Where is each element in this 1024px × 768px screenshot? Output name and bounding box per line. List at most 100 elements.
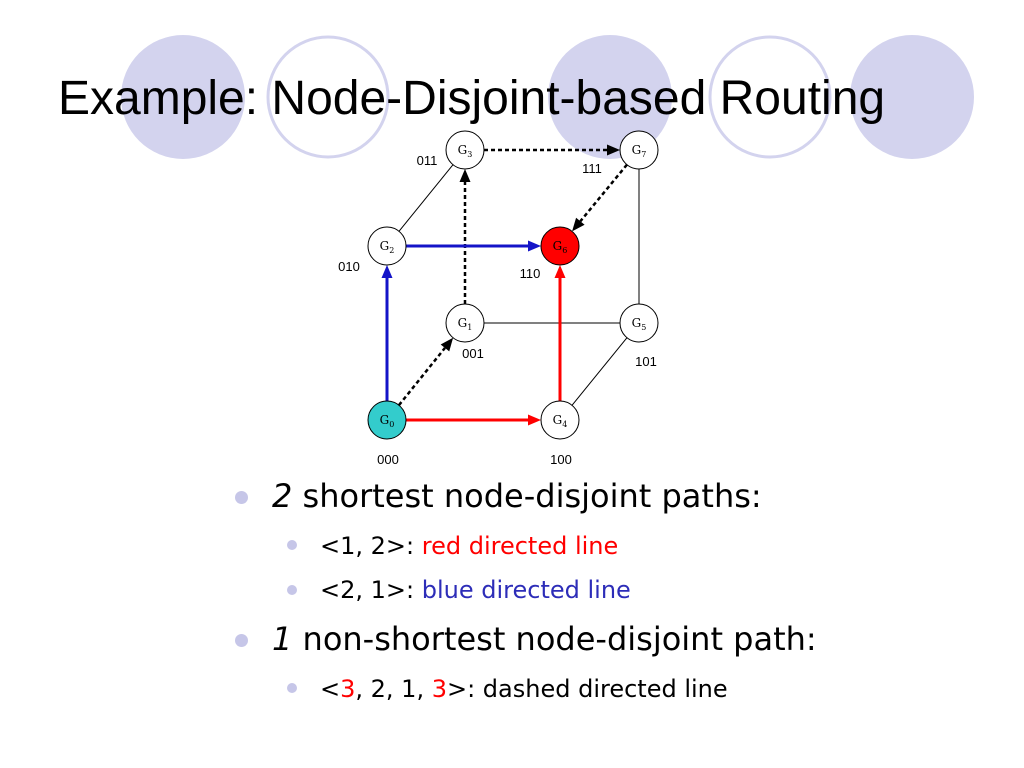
node-label-subscript: 4: [562, 420, 567, 429]
path-description-blue: blue directed line: [421, 576, 631, 604]
edge-g0-to-g2: [381, 265, 393, 401]
dashed-edge-line: [579, 163, 628, 223]
decor-circles: [121, 35, 974, 159]
node-g5: G5 101: [619, 303, 659, 369]
node-binary-code: 010: [338, 259, 360, 274]
decor-circle-filled: [121, 35, 245, 159]
node-g2: G2 010: [338, 226, 407, 274]
edge-g2-to-g3: [398, 164, 454, 232]
sub-bullet-dot: [287, 540, 297, 550]
node-binary-code: 001: [462, 346, 484, 361]
node-circle: [619, 130, 659, 170]
node-binary-code: 101: [635, 354, 657, 369]
node-circle: [445, 130, 485, 170]
node-circle: [367, 400, 407, 440]
sub-bullet-dashed-path: <3, 2, 1, 3>: dashed directed line: [320, 673, 728, 705]
node-label-letter: G: [553, 239, 563, 253]
node-g3: G3 011: [417, 130, 485, 170]
node-label-subscript: 1: [467, 323, 472, 332]
edge-g1-to-g3: [459, 169, 471, 304]
node-circle: [540, 400, 580, 440]
bullet-item-non-shortest-path: 1 non-shortest node-disjoint path:: [272, 619, 817, 659]
node-label-letter: G: [632, 316, 642, 330]
node-label: G6: [553, 239, 568, 255]
node-circle: [445, 303, 485, 343]
path-hop-count-red: 3: [431, 675, 447, 703]
arrowhead: [607, 144, 620, 156]
arrowhead: [459, 169, 471, 182]
arrowhead: [528, 240, 541, 252]
node-label: G1: [458, 316, 473, 332]
arrowhead: [572, 217, 585, 232]
node-label-subscript: 2: [389, 246, 394, 255]
node-binary-code: 011: [417, 153, 438, 168]
bullet-dot: [235, 634, 248, 647]
edge-g2-to-g6: [406, 240, 541, 252]
sub-bullet-dot: [287, 585, 297, 595]
edge-g7-to-g6: [572, 163, 628, 232]
node-label-letter: G: [380, 413, 390, 427]
path-count: 1: [272, 620, 293, 658]
decor-circle-filled: [850, 35, 974, 159]
node-circle: [619, 303, 659, 343]
edge-line: [571, 337, 628, 406]
dashed-edge-line: [397, 347, 446, 406]
node-label-letter: G: [458, 316, 468, 330]
node-label-subscript: 3: [467, 150, 472, 159]
node-label-subscript: 5: [641, 323, 646, 332]
node-label: G4: [553, 413, 568, 429]
node-label: G2: [380, 239, 395, 255]
node-label-subscript: 6: [562, 246, 567, 255]
node-label: G0: [380, 413, 395, 429]
diagram-edges: [381, 144, 640, 426]
node-g1: G1 001: [445, 303, 485, 361]
node-g6: G6 110: [520, 226, 580, 281]
node-g7: G7 111: [582, 130, 659, 176]
path-tuple-middle: , 2, 1,: [355, 675, 432, 703]
arrowhead: [440, 337, 454, 352]
node-label: G7: [632, 143, 647, 159]
decor-circle-outline: [266, 35, 390, 159]
path-count: 2: [272, 477, 293, 515]
sub-bullet-red-path: <1, 2>: red directed line: [320, 530, 618, 562]
node-label-letter: G: [553, 413, 563, 427]
bullet-text: shortest node-disjoint paths:: [292, 477, 762, 515]
node-binary-code: 111: [582, 161, 602, 176]
edge-line: [398, 164, 454, 232]
bullet-dot: [235, 491, 248, 504]
path-tuple: <2, 1>:: [320, 576, 422, 604]
node-label-subscript: 7: [641, 150, 646, 159]
node-circle: [540, 226, 580, 266]
sub-bullet-blue-path: <2, 1>: blue directed line: [320, 574, 631, 606]
arrowhead: [381, 265, 393, 278]
sub-bullet-dot: [287, 683, 297, 693]
node-label-letter: G: [632, 143, 642, 157]
decor-circle-outline: [708, 35, 832, 159]
node-label: G3: [458, 143, 473, 159]
edge-g3-to-g7: [484, 144, 620, 156]
node-g4: G4 100: [540, 400, 580, 467]
node-binary-code: 000: [377, 452, 399, 467]
bullet-item-shortest-paths: 2 shortest node-disjoint paths:: [272, 476, 762, 516]
bullet-text: non-shortest node-disjoint path:: [292, 620, 817, 658]
edge-g0-to-g4: [406, 414, 541, 426]
node-label-letter: G: [458, 143, 468, 157]
path-description-dashed: >: dashed directed line: [446, 675, 728, 703]
path-tuple-open: <: [320, 675, 341, 703]
edge-g4-to-g6: [554, 265, 566, 401]
node-binary-code: 110: [520, 266, 541, 281]
edge-g0-to-g1: [397, 337, 454, 406]
path-description-red: red directed line: [421, 532, 619, 560]
node-label-letter: G: [380, 239, 390, 253]
node-binary-code: 100: [550, 452, 572, 467]
edge-g4-to-g5: [571, 337, 628, 406]
path-hop-count-red: 3: [340, 675, 356, 703]
node-circle: [367, 226, 407, 266]
arrowhead: [554, 265, 566, 278]
node-label-subscript: 0: [389, 420, 394, 429]
node-label: G5: [632, 316, 647, 332]
